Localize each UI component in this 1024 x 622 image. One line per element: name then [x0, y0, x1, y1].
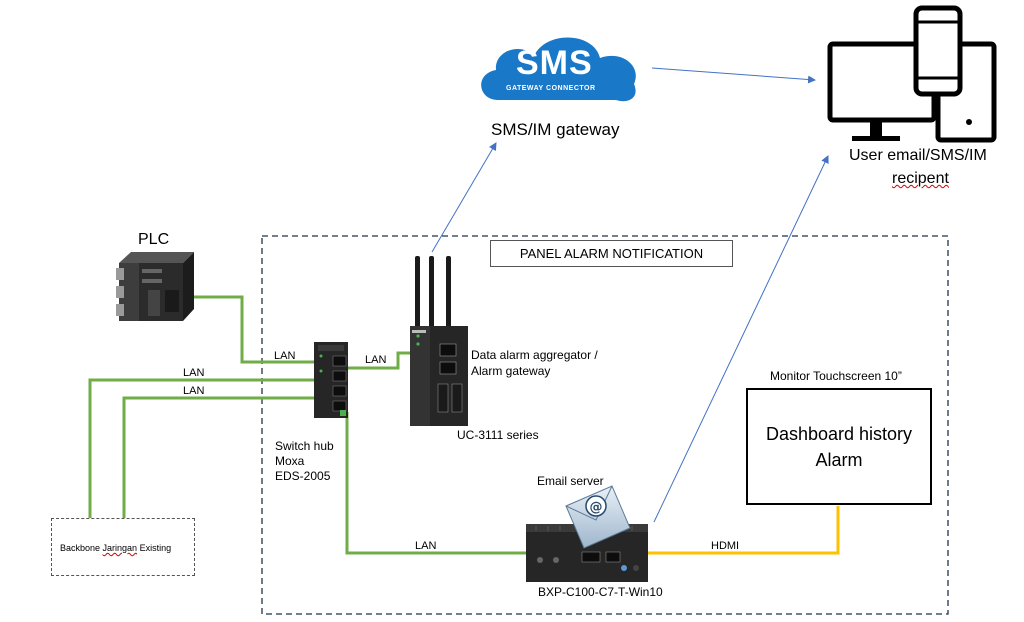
sms-gateway-label: SMS/IM gateway: [491, 120, 620, 139]
backbone-label-suffix: Existing: [137, 543, 172, 553]
lan-cable-plc: [183, 295, 340, 364]
switch-label-1: Switch hub: [275, 439, 334, 453]
switch-hub-icon: [314, 342, 348, 418]
plc-label: PLC: [138, 231, 170, 248]
lan-label-plc: LAN: [274, 350, 296, 362]
dashboard-label-2: Alarm: [815, 449, 863, 470]
lan-cable-backbone-1: [88, 378, 340, 520]
arrow-sms-to-user: [651, 67, 816, 84]
lan-cable-backbone-2: [122, 396, 340, 520]
switch-label-3: EDS-2005: [275, 469, 331, 483]
hdmi-cable: [648, 506, 840, 555]
user-recipient-label-1: User email/SMS/IM: [849, 147, 987, 164]
uc-series-label: UC-3111 series: [457, 428, 539, 442]
dashboard-box: Dashboard history Alarm: [746, 388, 932, 505]
email-server-label: Email server: [537, 474, 604, 488]
dashboard-label-1: Dashboard history: [765, 423, 913, 444]
uc-gateway-icon: [410, 256, 468, 426]
lan-label-email: LAN: [415, 540, 437, 552]
sms-logo-subtext: GATEWAY CONNECTOR: [506, 85, 596, 92]
arrow-uc-to-sms: [431, 142, 497, 253]
backbone-box: Backbone Jaringan Existing: [51, 518, 195, 576]
backbone-label-word: Jaringan: [102, 543, 138, 553]
panel-title: PANEL ALARM NOTIFICATION: [490, 240, 733, 267]
bxp-label: BXP-C100-C7-T-Win10: [538, 585, 663, 599]
hdmi-label: HDMI: [711, 540, 740, 552]
svg-text:@: @: [590, 500, 603, 515]
sms-cloud-icon: [481, 37, 636, 102]
lan-label-backbone-2: LAN: [183, 385, 205, 397]
lan-label-uc: LAN: [365, 354, 387, 366]
aggregator-label-2: Alarm gateway: [471, 364, 551, 378]
monitor-label: Monitor Touchscreen 10”: [770, 369, 902, 383]
arrow-email-to-user: [653, 155, 829, 523]
switch-label-2: Moxa: [275, 454, 305, 468]
sms-logo-text: SMS: [516, 44, 593, 82]
lan-label-backbone-1: LAN: [183, 367, 205, 379]
user-recipient-label-2: recipent: [892, 170, 949, 187]
panel-boundary: [261, 235, 949, 615]
mail-envelope-icon: @: [565, 485, 631, 549]
aggregator-label-1: Data alarm aggregator /: [471, 348, 598, 362]
plc-device-icon: [116, 252, 194, 321]
user-devices-icon: [827, 5, 997, 143]
lan-cable-email: [345, 412, 530, 555]
backbone-label-prefix: Backbone: [60, 543, 103, 553]
